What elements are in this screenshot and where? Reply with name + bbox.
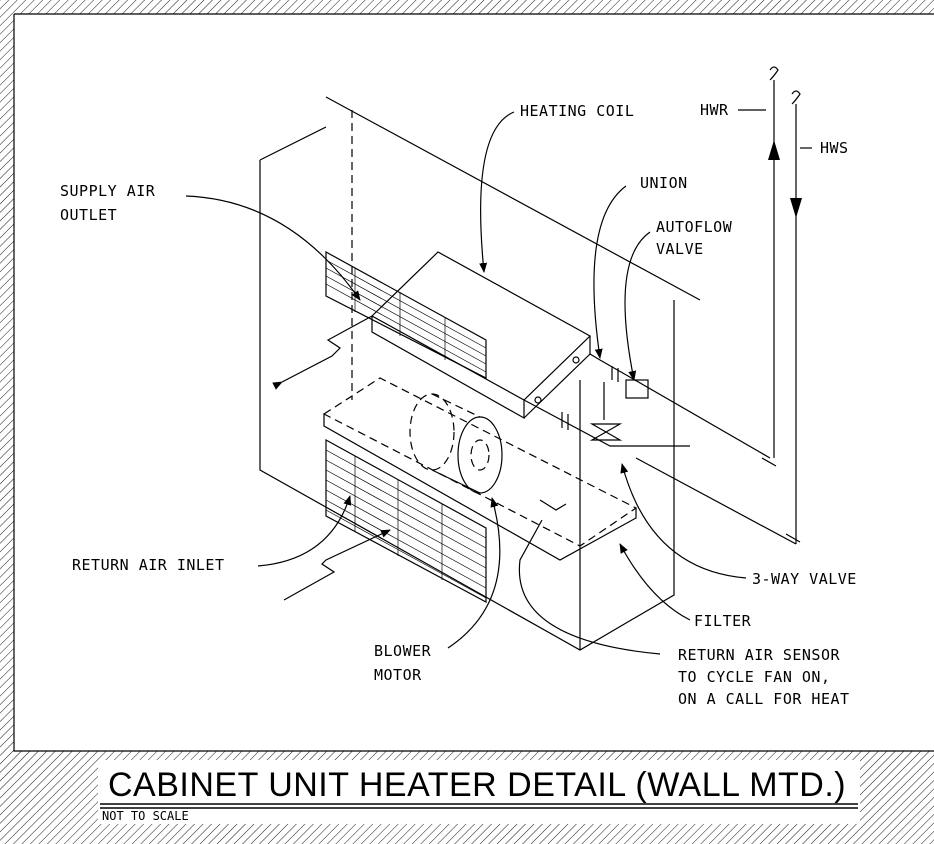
label-filter: FILTER bbox=[694, 612, 752, 630]
label-autoflow-2: VALVE bbox=[656, 240, 704, 258]
label-autoflow-1: AUTOFLOW bbox=[656, 218, 733, 236]
heating-coil-box bbox=[371, 251, 591, 420]
drawing-title: CABINET UNIT HEATER DETAIL (WALL MTD.) bbox=[108, 766, 846, 804]
airflow-arrows bbox=[272, 315, 391, 601]
return-air-grille bbox=[325, 438, 487, 604]
title-block: CABINET UNIT HEATER DETAIL (WALL MTD.) N… bbox=[98, 760, 860, 824]
three-way-valve-icon bbox=[589, 423, 623, 441]
label-hwr: HWR bbox=[700, 101, 729, 119]
label-sensor-2: TO CYCLE FAN ON, bbox=[678, 668, 831, 686]
label-supply-air-2: OUTLET bbox=[60, 206, 117, 224]
leader-lines bbox=[185, 109, 812, 655]
piping bbox=[523, 66, 802, 545]
supply-air-grille bbox=[325, 250, 487, 379]
label-union: UNION bbox=[640, 174, 688, 192]
blower-motor bbox=[409, 393, 503, 494]
label-sensor-3: ON A CALL FOR HEAT bbox=[678, 690, 850, 708]
cabinet-outline bbox=[259, 96, 701, 651]
label-return-air-inlet: RETURN AIR INLET bbox=[72, 556, 225, 574]
label-hws: HWS bbox=[820, 139, 849, 157]
label-heating-coil: HEATING COIL bbox=[520, 102, 634, 120]
label-supply-air-1: SUPPLY AIR bbox=[60, 182, 156, 200]
filter-tray bbox=[322, 377, 638, 561]
label-blower-1: BLOWER bbox=[374, 642, 432, 660]
callout-labels: HEATING COIL HWR HWS SUPPLY AIR OUTLET U… bbox=[60, 101, 857, 708]
scale-note: NOT TO SCALE bbox=[102, 809, 189, 823]
label-three-way-valve: 3-WAY VALVE bbox=[752, 570, 857, 588]
label-blower-2: MOTOR bbox=[374, 666, 422, 684]
label-sensor-1: RETURN AIR SENSOR bbox=[678, 646, 840, 664]
autoflow-valve-icon bbox=[625, 379, 649, 399]
